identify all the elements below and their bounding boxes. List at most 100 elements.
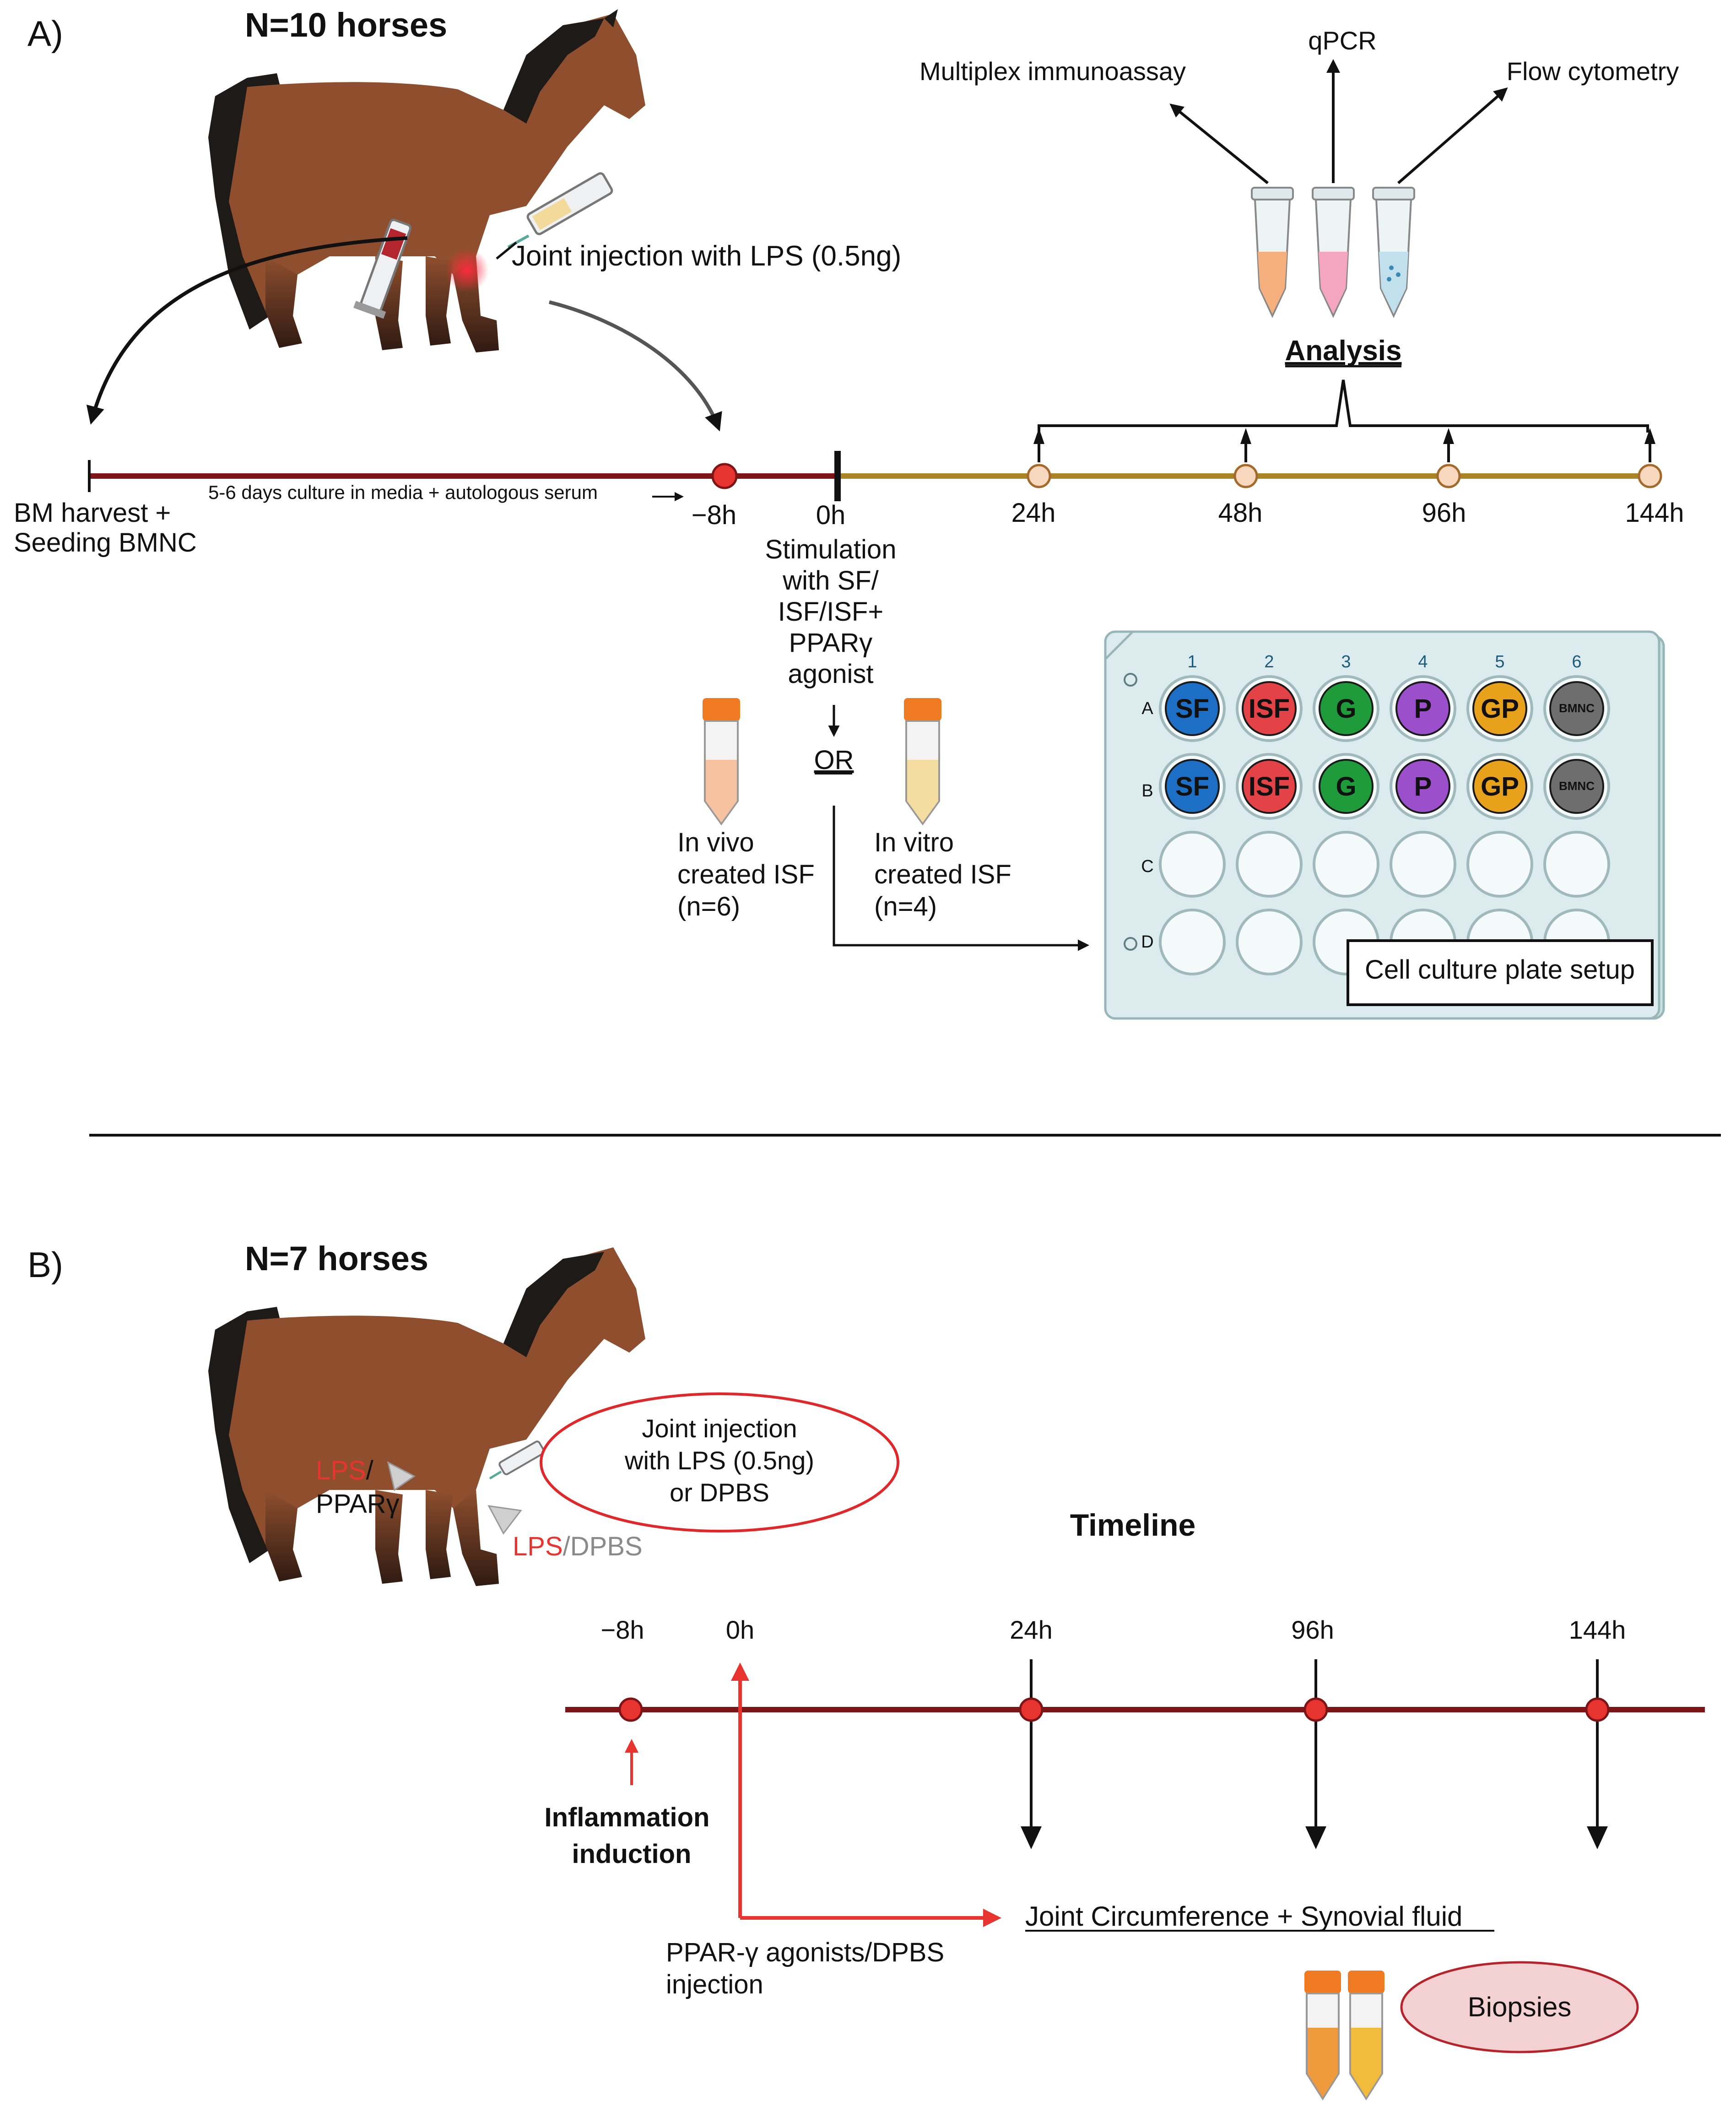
row-b: B	[1141, 781, 1153, 801]
well-fill-g	[1319, 681, 1374, 736]
biopsies-text: Biopsies	[1468, 1992, 1572, 2022]
injection-line-1: Joint injection	[642, 1414, 797, 1443]
left-label-top: LPS/	[316, 1456, 374, 1485]
horse-b-syringe	[489, 1440, 545, 1480]
well-c5	[1466, 831, 1533, 898]
stim-line-1: Stimulation	[765, 535, 897, 564]
tick-48h-a: 48h	[1218, 498, 1263, 528]
right-triangle-marker	[487, 1505, 522, 1535]
analysis-arrowheads	[1033, 428, 1655, 462]
row-c: C	[1141, 857, 1153, 876]
left-label-ppar: PPARγ	[316, 1489, 400, 1519]
in-vitro-label: In vitro created ISF (n=4)	[874, 828, 1011, 921]
well-c4	[1390, 831, 1456, 898]
ppar-line-2: injection	[666, 1970, 763, 1999]
start-label-line1: BM harvest +	[14, 498, 171, 528]
point-minus8h-a	[711, 463, 738, 489]
well-fill-sf	[1165, 759, 1220, 814]
horse-a-illustration	[208, 9, 645, 352]
sample-arrowhead-24h	[1021, 1826, 1042, 1849]
panel-a-label: A)	[27, 13, 63, 54]
well-fill-bmnc	[1549, 759, 1604, 814]
stim-line-5: agonist	[788, 659, 873, 689]
well-label-p: P	[1414, 772, 1432, 801]
arrow-flow	[1397, 87, 1508, 184]
well-c3	[1313, 831, 1379, 898]
point-96h-a	[1436, 464, 1461, 488]
well-fill-isf	[1242, 681, 1297, 736]
left-triangle-marker	[387, 1461, 416, 1491]
sample-tube-1	[1304, 1971, 1341, 2101]
well-d1	[1159, 909, 1226, 975]
injection-text: Joint injection with LPS (0.5ng)	[512, 240, 901, 272]
tick-24h-a: 24h	[1011, 498, 1056, 528]
stimulation-text: Stimulation with SF/ ISF/ISF+ PPARγ agon…	[765, 535, 897, 689]
well-label-sf: SF	[1175, 694, 1209, 724]
sample-tube-2	[1348, 1971, 1384, 2101]
tick-96h-b: 96h	[1291, 1615, 1334, 1644]
well-label-g: G	[1336, 772, 1356, 801]
in-vivo-line-1: In vivo	[677, 828, 754, 857]
point-96h-b	[1303, 1697, 1328, 1722]
outcome-text: Joint Circumference + Synovial fluid	[1025, 1901, 1462, 1932]
left-label-lps: LPS	[316, 1456, 366, 1485]
in-vivo-line-3: (n=6)	[677, 892, 740, 921]
stim-line-3: ISF/ISF+	[778, 597, 883, 627]
well-label-g: G	[1336, 694, 1356, 724]
row-d: D	[1141, 932, 1153, 952]
well-fill-isf	[1242, 759, 1297, 814]
inflammation-line-1: Inflammation	[545, 1803, 710, 1832]
well-label-gp: GP	[1481, 772, 1519, 801]
row-a: A	[1141, 699, 1153, 718]
well-label-sf: SF	[1175, 772, 1209, 801]
well-fill-gp	[1472, 681, 1527, 736]
tick-144h-b: 144h	[1569, 1615, 1626, 1644]
stim-line-2: with SF/	[782, 566, 879, 596]
well-label-p: P	[1414, 694, 1432, 724]
right-label: LPS/DPBS	[513, 1532, 643, 1561]
tube-flow	[1372, 187, 1415, 318]
well-fill-p	[1395, 681, 1450, 736]
in-vitro-line-1: In vitro	[874, 828, 954, 857]
start-label-line2: Seeding BMNC	[14, 528, 197, 558]
sample-arrowhead-144h	[1587, 1826, 1608, 1849]
in-vivo-label: In vivo created ISF (n=6)	[677, 828, 815, 921]
lps-syringe	[507, 172, 613, 249]
in-vivo-line-2: created ISF	[677, 860, 815, 889]
isf-to-plate-arrow	[833, 806, 1089, 951]
tick-96h-a: 96h	[1422, 498, 1466, 528]
col-2: 2	[1264, 652, 1274, 671]
biopsies-ellipse	[1400, 1961, 1639, 2053]
tick-minus8h-a: −8h	[692, 500, 736, 530]
method-flow: Flow cytometry	[1507, 57, 1679, 86]
injection-line-2: with LPS (0.5ng)	[624, 1446, 814, 1475]
point-24h-a	[1027, 464, 1051, 488]
well-fill-sf	[1165, 681, 1220, 736]
right-label-lps: LPS	[513, 1532, 563, 1561]
point-144h-a	[1638, 464, 1662, 488]
well-c6	[1543, 831, 1610, 898]
analysis-bracket	[1038, 379, 1649, 433]
injection-line-3: or DPBS	[670, 1478, 769, 1507]
analysis-tubes	[1251, 187, 1415, 318]
tube-multiplex	[1251, 187, 1294, 318]
injection-site-glow	[445, 248, 489, 292]
well-c2	[1236, 831, 1303, 898]
panel-b-title: N=7 horses	[245, 1240, 428, 1278]
panel-a-title: N=10 horses	[245, 6, 447, 44]
col-5: 5	[1495, 652, 1504, 671]
in-vitro-tube	[904, 698, 941, 826]
plate-caption-box	[1347, 939, 1654, 1006]
tick-0h-b: 0h	[726, 1615, 754, 1644]
injection-pointer	[496, 242, 517, 260]
plate-row-labels: A B C D	[1141, 699, 1153, 952]
injection-ellipse	[540, 1392, 899, 1532]
inflammation-line-2: induction	[572, 1839, 692, 1869]
tube-qpcr	[1312, 187, 1355, 318]
method-multiplex: Multiplex immunoassay	[919, 57, 1186, 86]
tick-0h-a: 0h	[816, 500, 846, 530]
culture-text: 5-6 days culture in media + autologous s…	[208, 482, 598, 503]
point-24h-b	[1019, 1697, 1044, 1722]
